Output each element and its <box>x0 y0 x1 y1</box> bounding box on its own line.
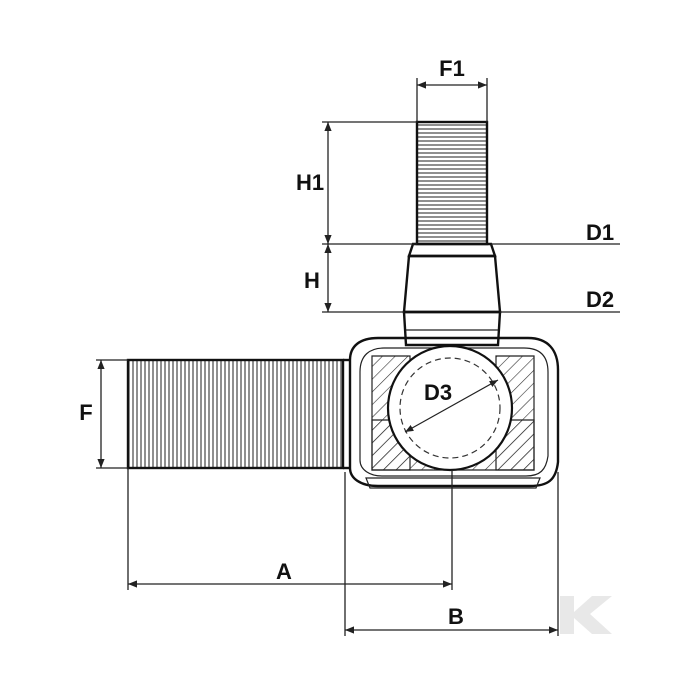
dimension-f: F <box>79 359 128 469</box>
label-d3: D3 <box>424 380 452 405</box>
watermark-logo <box>560 596 612 634</box>
socket-housing <box>348 336 560 489</box>
threaded-shank <box>126 358 350 470</box>
dimension-h1: H1 <box>296 121 417 245</box>
label-b: B <box>448 604 464 629</box>
dimension-f1: F1 <box>416 56 488 122</box>
label-f: F <box>79 400 92 425</box>
dimension-d1: D1 <box>491 220 620 245</box>
dimension-a: A <box>127 468 453 590</box>
dimension-b: B <box>344 472 559 636</box>
dimension-h: H <box>304 244 404 313</box>
ball-stud <box>402 120 502 347</box>
label-a: A <box>276 559 292 584</box>
dimension-d2: D2 <box>500 287 620 313</box>
label-d2: D2 <box>586 287 614 312</box>
label-h1: H1 <box>296 170 324 195</box>
label-d1: D1 <box>586 220 614 245</box>
label-f1: F1 <box>439 56 465 81</box>
label-h: H <box>304 268 320 293</box>
